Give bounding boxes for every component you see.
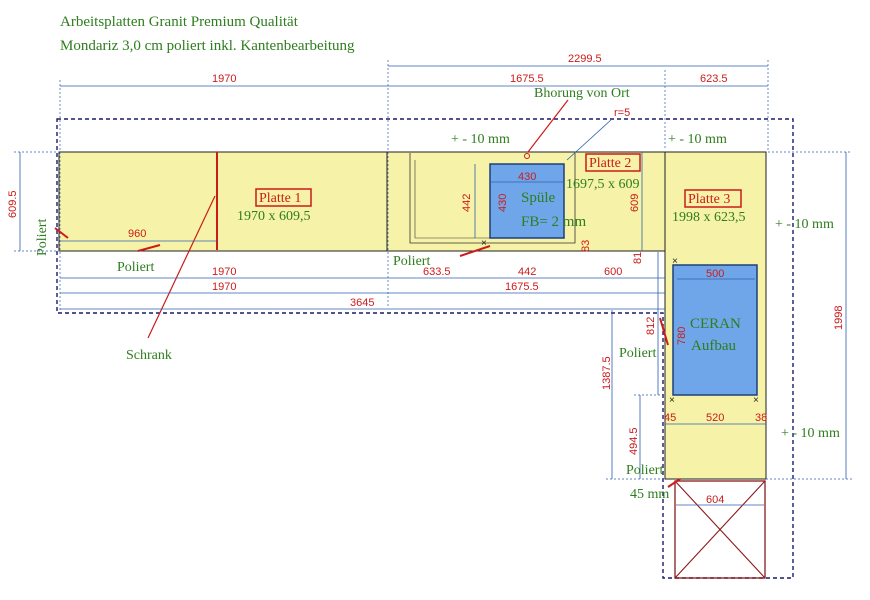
tolerance-2: + - 10 mm [668,132,727,147]
dim-520: 520 [706,412,724,424]
tolerance-3: + - 10 mm [775,217,834,232]
dim-812: 812 [645,317,657,335]
dim-1998: 1998 [833,306,845,330]
poliert-left-mark [54,227,69,239]
marker-x-2: × [672,256,678,267]
dim-83: 83 [580,240,592,252]
header-line2: Mondariz 3,0 cm poliert inkl. Kantenbear… [60,38,355,54]
dim-81: 81 [632,252,644,264]
dim-442h: 442 [518,266,536,278]
dim-494: 494.5 [628,427,640,455]
dim-1970-top: 1970 [212,73,236,85]
plate-1-size: 1970 x 609,5 [237,209,311,224]
sink-cutout [489,163,565,239]
radius-label: r=5 [614,107,630,119]
schrank-label: Schrank [126,348,172,363]
aufbau-label: Aufbau [691,338,736,354]
dim-1675-top: 1675.5 [510,73,544,85]
tolerance-4: + - 10 mm [781,426,840,441]
plate-3-label-box [684,189,742,208]
dim-604: 604 [706,494,724,506]
marker-x-1: × [481,238,487,249]
dim-600: 600 [604,266,622,278]
ceran-cutout [672,264,758,396]
dim-633: 633.5 [423,266,451,278]
dim-3645: 3645 [350,297,374,309]
dim-1970-b1: 1970 [212,266,236,278]
dim-45: 45 [664,412,676,424]
schrank-pointer [147,195,216,339]
poliert-mark-1 [137,244,161,252]
bohrung-hole [524,153,530,159]
mm45-label: 45 mm [630,487,669,502]
plate-1-name: Platte 1 [259,191,301,206]
dim-1675-b: 1675.5 [505,281,539,293]
dim-609-5: 609.5 [7,190,19,218]
plate-2-label-box [585,153,641,172]
dim-500: 500 [706,268,724,280]
cabinet-box [674,480,766,579]
poliert-mark-4 [667,478,681,488]
poliert-label-1: Poliert [117,260,154,275]
dim-2299: 2299.5 [568,53,602,65]
outer-outline [56,118,794,579]
dim-442v: 442 [461,194,473,212]
cabinet-cross-2 [674,480,766,579]
dim-430a: 430 [518,171,536,183]
dim-780: 780 [676,327,688,345]
plate-2-name: Platte 2 [589,156,631,171]
poliert-label-2: Poliert [393,254,430,269]
plate-3-size: 1998 x 623,5 [672,210,746,225]
tolerance-1: + - 10 mm [451,132,510,147]
dim-623: 623.5 [700,73,728,85]
poliert-mark-3 [659,317,669,346]
plate-1-shape [58,151,388,252]
poliert-mark-2 [459,245,491,257]
plate-2-inner-edge [409,153,576,244]
marker-x-4: × [753,395,759,406]
dim-430b: 430 [497,194,509,212]
plate-2-size: 1697,5 x 609 [566,177,640,192]
spuele-label: Spüle [521,190,556,206]
header-line1: Arbeitsplatten Granit Premium Qualität [60,14,299,30]
dim-609v: 609 [629,194,641,212]
plate-3-name: Platte 3 [688,192,730,207]
bohrung-pointer [527,99,569,153]
dim-1970-b2: 1970 [212,281,236,293]
poliert-label-4: Poliert [626,463,663,478]
dim-960: 960 [128,228,146,240]
poliert-left-label: Poliert [35,219,50,256]
bohrung-label: Bhorung von Ort [534,86,630,101]
radius-pointer [566,118,613,161]
dim-1387: 1387.5 [601,356,613,390]
plate-1-label-box [255,188,312,207]
dim-38: 38 [755,412,767,424]
ceran-label: CERAN [690,316,741,332]
marker-x-3: × [669,395,675,406]
poliert-label-3: Poliert [619,346,656,361]
fb-label: FB= 2 mm [521,214,586,230]
